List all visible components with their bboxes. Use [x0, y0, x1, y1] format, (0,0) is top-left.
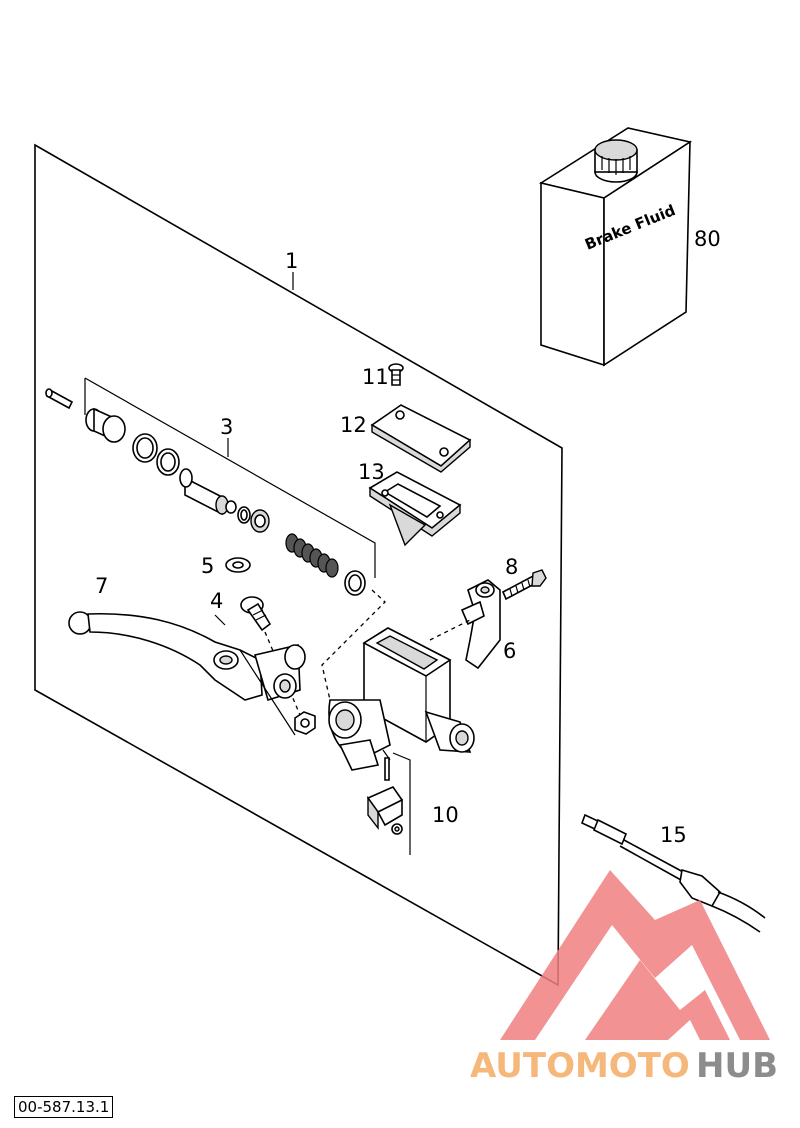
brake-fluid-bottle: Brake Fluid: [538, 127, 693, 367]
piston-kit-3: [45, 377, 376, 596]
callout-15: 15: [660, 823, 687, 847]
logo-triangle: [500, 870, 770, 1040]
callout-labels: 1 3 4 5 6 7 8 10 11 12 13 15 80: [95, 227, 721, 847]
callout-13: 13: [358, 460, 385, 484]
reservoir-cover-12: [370, 404, 472, 473]
screw-11: [388, 363, 404, 386]
assembly-frame: [34, 143, 563, 987]
return-spring: [285, 533, 339, 578]
callout-1: 1: [285, 249, 298, 273]
brake-line-15: [580, 813, 766, 933]
callout-6: 6: [503, 639, 516, 663]
handlebar-clamp-6: [429, 579, 501, 670]
callout-7: 7: [95, 574, 108, 598]
watermark-text-part1: AUTOMOTO: [470, 1046, 690, 1086]
master-cylinder-body: [321, 589, 475, 771]
callout-4: 4: [210, 589, 223, 613]
watermark-text-part2: HUB: [696, 1046, 778, 1086]
lever-nut: [239, 649, 316, 736]
document-reference: 00-587.13.1: [14, 1096, 114, 1118]
brake-lever-7: [68, 611, 306, 702]
brake-switch-10: [366, 752, 411, 855]
watermark-logo: [500, 870, 770, 1040]
callout-10: 10: [432, 803, 459, 827]
pivot-bolt-4: [240, 596, 301, 716]
callout-12: 12: [340, 413, 367, 437]
callout-11: 11: [362, 365, 389, 389]
leader-lines: [214, 272, 294, 626]
callout-5: 5: [201, 554, 214, 578]
callout-3: 3: [220, 415, 233, 439]
callout-8: 8: [505, 555, 518, 579]
washer-5: [225, 557, 251, 573]
callout-80: 80: [694, 227, 721, 251]
diaphragm-13: [368, 471, 462, 547]
clamp-bolt-8: [501, 569, 547, 601]
